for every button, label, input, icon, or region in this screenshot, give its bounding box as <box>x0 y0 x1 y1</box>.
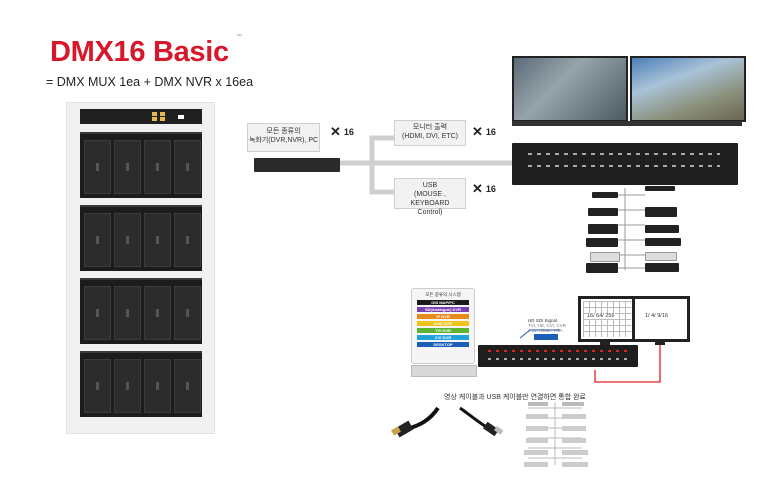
monitor-output-label: 모니터 출력 (HDMI, DVI, ETC) <box>394 120 466 146</box>
recorders-count: ✕16 <box>330 124 354 139</box>
mux-port-icon <box>160 117 165 121</box>
mux-port-icon <box>152 112 157 116</box>
mux-port-icon <box>152 117 157 121</box>
device-thumb <box>524 462 548 467</box>
system-type-item: TVI DVR <box>417 327 469 333</box>
mux-port-row <box>528 165 720 167</box>
system-type-item: IP NVR <box>417 313 469 319</box>
usb-cable-icon <box>459 406 504 437</box>
device-thumb <box>562 438 586 443</box>
monitor-stand <box>512 121 742 126</box>
multiply-icon: ✕ <box>472 181 483 196</box>
hd-sdi-label: HD SDI Signal TVI, HD, CVI, CVR 1 LV, HD… <box>528 318 567 333</box>
system-type-item: SD(Analogue) DVR <box>417 306 469 312</box>
usb-control-label: USB (MOUSE , KEYBOARD Control) <box>394 178 466 216</box>
device-thumb <box>528 402 548 406</box>
cable-caption: 영상 케이블과 USB 케이블만 연결하면 통합 완료 <box>444 394 586 401</box>
nvr-row <box>80 205 202 271</box>
device-thumb <box>562 402 584 406</box>
system-type-item: AHD DVR <box>417 320 469 326</box>
monitor-stand <box>655 339 665 345</box>
multiply-icon: ✕ <box>330 124 341 139</box>
device-thumb <box>526 426 548 431</box>
usb-control-count: ✕16 <box>472 181 496 196</box>
monitor-stand <box>600 339 610 345</box>
hd-sdi-device <box>534 334 558 340</box>
nvr-device <box>645 207 677 217</box>
usb-label-line1: USB <box>422 182 438 189</box>
recorders-label-line2: 녹화기(DVR,NVR), PC <box>248 137 319 144</box>
recorders-label-line1: 모든 종류의 <box>266 128 301 135</box>
mux-main-unit <box>512 143 738 185</box>
monitor-multiview-text: 16/ 64/ 256 <box>587 313 615 319</box>
page-subtitle: = DMX MUX 1ea + DMX NVR x 16ea <box>46 75 254 89</box>
nvr-device <box>588 208 618 216</box>
hdmi-cable-icon <box>391 406 440 438</box>
usb-label-line3: Control) <box>417 209 443 216</box>
device-thumb <box>562 462 588 467</box>
device-thumb <box>524 450 548 455</box>
monitor-output-label-line1: 모니터 출력 <box>412 124 448 131</box>
recorder-device <box>254 158 340 172</box>
mux-port-row <box>528 153 720 155</box>
system-types-title: 모든 종류의 시스템 <box>425 292 461 297</box>
mux-unit <box>80 109 202 124</box>
nvr-device <box>645 252 677 261</box>
system-box-base <box>411 365 477 377</box>
nvr-device <box>645 225 679 233</box>
nvr-device <box>586 263 618 273</box>
nvr-device <box>588 224 618 234</box>
nvr-row <box>80 351 202 417</box>
nvr-device <box>645 186 675 191</box>
mux-port-icon <box>160 112 165 116</box>
page-title: DMX16 Basic <box>50 36 229 68</box>
system-type-item: DESKTOP <box>417 341 469 347</box>
recorders-label: 모든 종류의 녹화기(DVR,NVR), PC <box>247 123 320 152</box>
usb-label-line2: (MOUSE , KEYBOARD <box>410 191 450 207</box>
nvr-device <box>645 238 681 246</box>
nvr-row <box>80 132 202 198</box>
nvr-device <box>590 252 620 262</box>
nvr-row <box>80 278 202 344</box>
mux-usb-icon <box>178 115 184 119</box>
monitor-output-label-line2: (HDMI, DVI, ETC) <box>402 133 458 140</box>
device-thumb <box>562 450 588 455</box>
monitor-split-text: 1/ 4/ 9/16 <box>645 313 668 319</box>
nvr-device <box>645 263 679 272</box>
video-wall-monitor-right <box>630 56 746 122</box>
device-thumb <box>562 426 586 431</box>
mux-bottom-ports <box>488 350 628 352</box>
device-thumb <box>526 414 548 419</box>
trademark-symbol: ™ <box>236 34 242 40</box>
mux-bottom-ports <box>488 358 628 360</box>
device-thumb <box>526 438 548 443</box>
nvr-device <box>592 192 618 198</box>
system-type-item: GIS MAP/PC <box>417 299 469 305</box>
system-type-item: CVI DVR <box>417 334 469 340</box>
nvr-device <box>586 238 618 247</box>
device-thumb <box>562 414 586 419</box>
monitor-multiview: 16/ 64/ 256 <box>578 296 636 342</box>
multiply-icon: ✕ <box>472 124 483 139</box>
monitor-output-count: ✕16 <box>472 124 496 139</box>
